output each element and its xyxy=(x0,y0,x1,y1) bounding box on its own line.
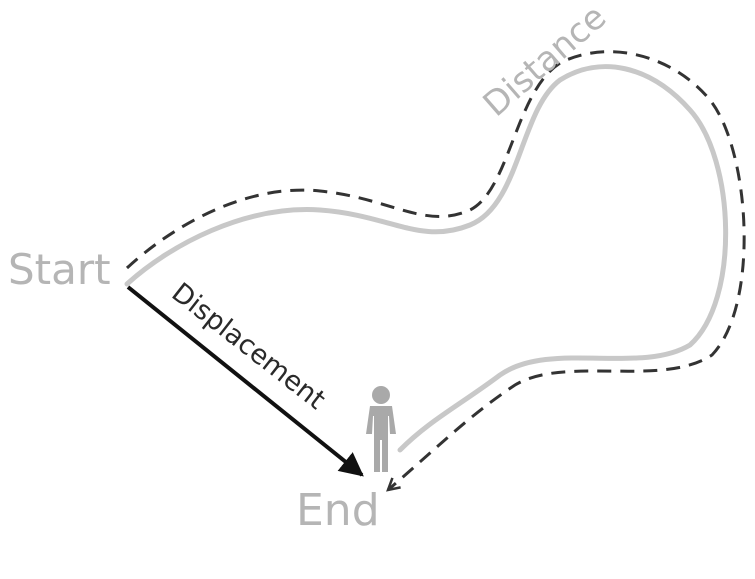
distance-label: Distance xyxy=(476,0,614,125)
start-label: Start xyxy=(8,245,111,294)
distance-dashed-path xyxy=(125,50,746,490)
travel-path xyxy=(124,64,729,453)
standing-person-icon xyxy=(366,386,396,472)
displacement-arrow xyxy=(126,285,364,477)
end-label: End xyxy=(296,485,380,536)
displacement-label: Displacement xyxy=(166,277,331,416)
